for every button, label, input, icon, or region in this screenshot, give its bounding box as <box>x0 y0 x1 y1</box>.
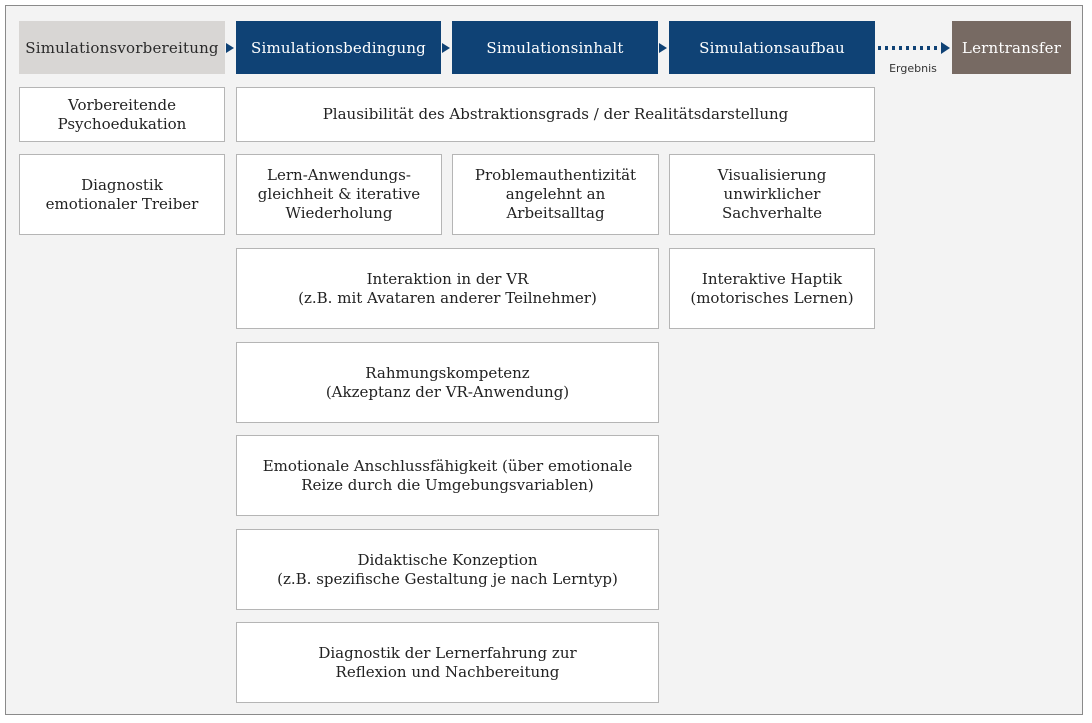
box-interaktive-haptik: Interaktive Haptik (motorisches Lernen) <box>669 248 875 329</box>
header-simulationsvorbereitung: Simulationsvorbereitung <box>19 21 225 74</box>
box-rahmungskompetenz: Rahmungskompetenz (Akzeptanz der VR-Anwe… <box>236 342 659 423</box>
arrow-icon <box>659 43 667 53</box>
box-diagnostik-emotionaler-treiber: Diagnostik emotionaler Treiber <box>19 154 225 235</box>
box-problemauthentizitaet: Problemauthentizität angelehnt an Arbeit… <box>452 154 659 235</box>
box-lern-anwendungsgleichheit: Lern-Anwendungs- gleichheit & iterative … <box>236 154 442 235</box>
header-simulationsbedingung: Simulationsbedingung <box>236 21 441 74</box>
box-plausibilitaet: Plausibilität des Abstraktionsgrads / de… <box>236 87 875 142</box>
dotted-arrow-icon <box>878 42 950 54</box>
box-emotionale-anschlussfaehigkeit: Emotionale Anschlussfähigkeit (über emot… <box>236 435 659 516</box>
box-vorbereitende-psychoedukation: Vorbereitende Psychoedukation <box>19 87 225 142</box>
arrow-icon <box>442 43 450 53</box>
arrow-icon <box>226 43 234 53</box>
header-simulationsinhalt: Simulationsinhalt <box>452 21 658 74</box>
box-didaktische-konzeption: Didaktische Konzeption (z.B. spezifische… <box>236 529 659 610</box>
box-interaktion-vr: Interaktion in der VR (z.B. mit Avataren… <box>236 248 659 329</box>
box-visualisierung: Visualisierung unwirklicher Sachverhalte <box>669 154 875 235</box>
header-lerntransfer: Lerntransfer <box>952 21 1071 74</box>
header-simulationsaufbau: Simulationsaufbau <box>669 21 875 74</box>
ergebnis-label: Ergebnis <box>889 62 937 75</box>
box-diagnostik-lernerfahrung: Diagnostik der Lernerfahrung zur Reflexi… <box>236 622 659 703</box>
